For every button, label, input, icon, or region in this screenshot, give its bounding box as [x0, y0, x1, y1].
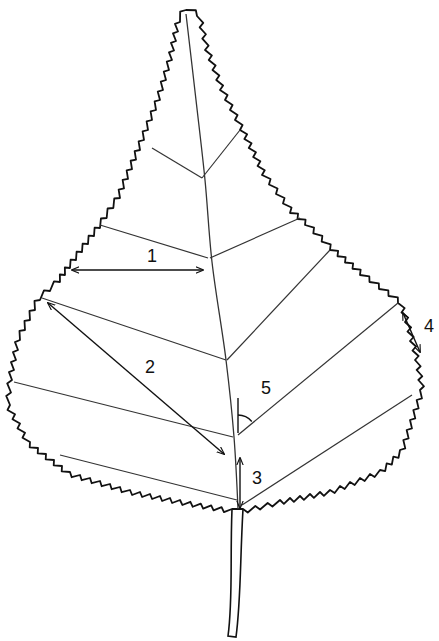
- leaf-petiole: [228, 509, 243, 637]
- leaf-vein: [60, 455, 237, 500]
- dimension-arrow: [403, 313, 420, 352]
- callout-number: 4: [422, 316, 436, 336]
- leaf-vein: [238, 303, 398, 435]
- callout-number: 3: [250, 468, 264, 488]
- leaf-vein: [242, 395, 412, 505]
- callout-number: 5: [259, 378, 273, 398]
- measurement-arrows: [48, 270, 420, 508]
- leaf-vein: [227, 250, 330, 360]
- leaf-vein: [202, 130, 240, 178]
- angle-arc: [238, 415, 252, 422]
- callout-number: 2: [143, 357, 157, 377]
- callout-number: 1: [145, 246, 159, 266]
- leaf-vein: [152, 148, 202, 178]
- dimension-arrow: [48, 303, 224, 454]
- dimension-arrow: [239, 458, 240, 508]
- leaf-veins: [14, 130, 412, 505]
- leaf-midrib: [186, 14, 238, 509]
- leaf-blade-outline: [6, 10, 424, 512]
- dimension-arrow: [72, 269, 203, 270]
- leaf-vein: [42, 298, 226, 360]
- leaf-vein: [14, 382, 233, 437]
- leaf-vein: [210, 218, 300, 258]
